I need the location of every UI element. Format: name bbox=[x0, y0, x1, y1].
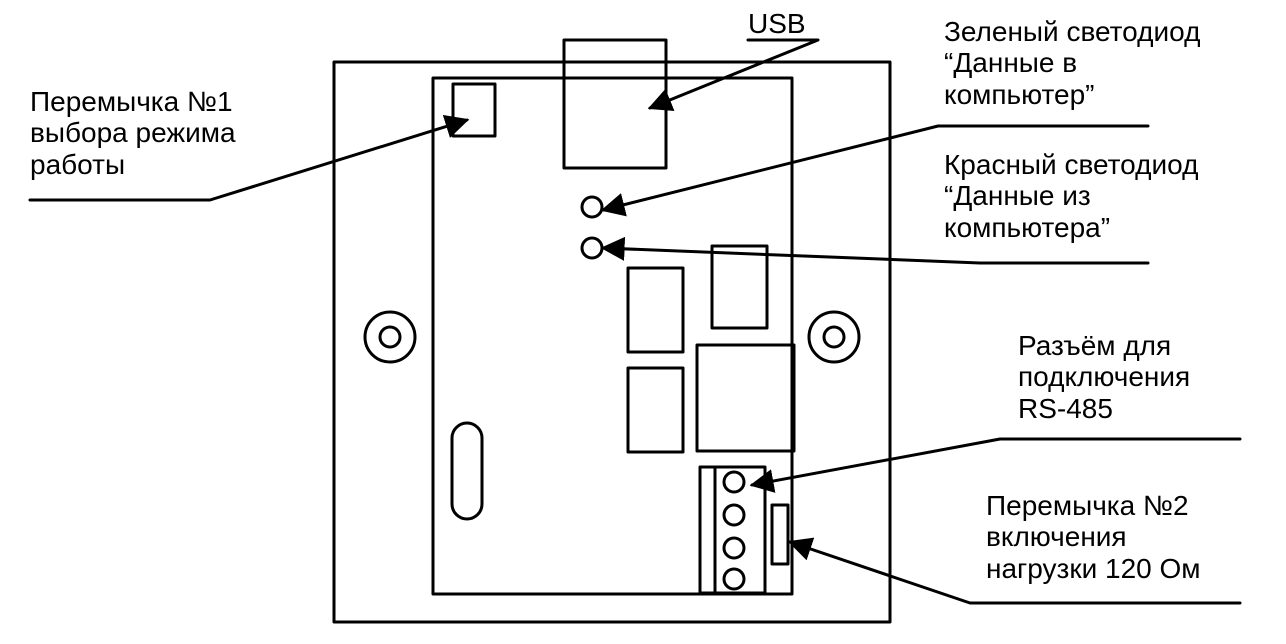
red-led-label-line-1: Красный светодиод bbox=[944, 149, 1199, 180]
chip-middle-left bbox=[626, 266, 685, 354]
red-led-label: Красный светодиод “Данные из компьютера” bbox=[944, 149, 1198, 243]
rs485-label: Разъём для подключения RS-485 bbox=[1018, 330, 1190, 424]
red-led-label-line-3: компьютера” bbox=[944, 211, 1111, 243]
device-housing bbox=[332, 60, 892, 624]
green-led-label-line-2: “Данные в bbox=[944, 47, 1078, 79]
chip-large-square bbox=[695, 343, 796, 453]
red-led bbox=[580, 236, 604, 260]
right-mounting-hole bbox=[807, 310, 861, 364]
circuit-board bbox=[431, 76, 794, 596]
red-led-pointer bbox=[600, 236, 1150, 265]
jumper-2-label-line-1: Перемычка №2 bbox=[986, 490, 1189, 521]
jumper-2-block bbox=[770, 503, 790, 566]
chip-top-right bbox=[710, 244, 769, 330]
green-led-label: Зеленый светодиод “Данные в компьютер” bbox=[944, 16, 1200, 110]
usb-connector bbox=[562, 38, 668, 170]
jumper-1-pointer bbox=[28, 114, 470, 202]
rs485-pointer bbox=[749, 437, 1242, 493]
usb-label-line-1: USB bbox=[748, 8, 806, 39]
jumper-2-label-line-3: нагрузки 120 Ом bbox=[986, 552, 1201, 584]
mounting-slot bbox=[450, 421, 484, 521]
jumper-1-label-line-1: Перемычка №1 bbox=[30, 86, 233, 117]
jumper-2-label: Перемычка №2 включения нагрузки 120 Ом bbox=[986, 490, 1201, 584]
green-led-pointer bbox=[600, 124, 1150, 217]
jumper-1-label-line-2: выбора режима bbox=[30, 117, 236, 149]
jumper-2-label-line-2: включения bbox=[986, 521, 1127, 553]
usb-pointer bbox=[647, 38, 820, 112]
green-led bbox=[580, 195, 604, 219]
green-led-label-line-1: Зеленый светодиод bbox=[944, 16, 1201, 47]
rs485-label-line-2: подключения bbox=[1018, 361, 1191, 393]
rs485-terminal-block bbox=[698, 465, 767, 595]
left-mounting-hole bbox=[363, 310, 417, 364]
usb-label: USB bbox=[748, 8, 806, 39]
jumper-1-label-line-3: работы bbox=[30, 148, 126, 180]
jumper-1-label: Перемычка №1 выбора режима работы bbox=[30, 86, 236, 180]
green-led-label-line-3: компьютер” bbox=[944, 78, 1095, 110]
rs485-label-line-3: RS-485 bbox=[1018, 392, 1113, 424]
jumper-1-block bbox=[451, 82, 497, 138]
red-led-label-line-2: “Данные из bbox=[944, 180, 1091, 212]
jumper-2-pointer bbox=[787, 537, 1242, 605]
rs485-label-line-1: Разъём для bbox=[1018, 330, 1172, 361]
chip-lower-left bbox=[626, 366, 685, 454]
